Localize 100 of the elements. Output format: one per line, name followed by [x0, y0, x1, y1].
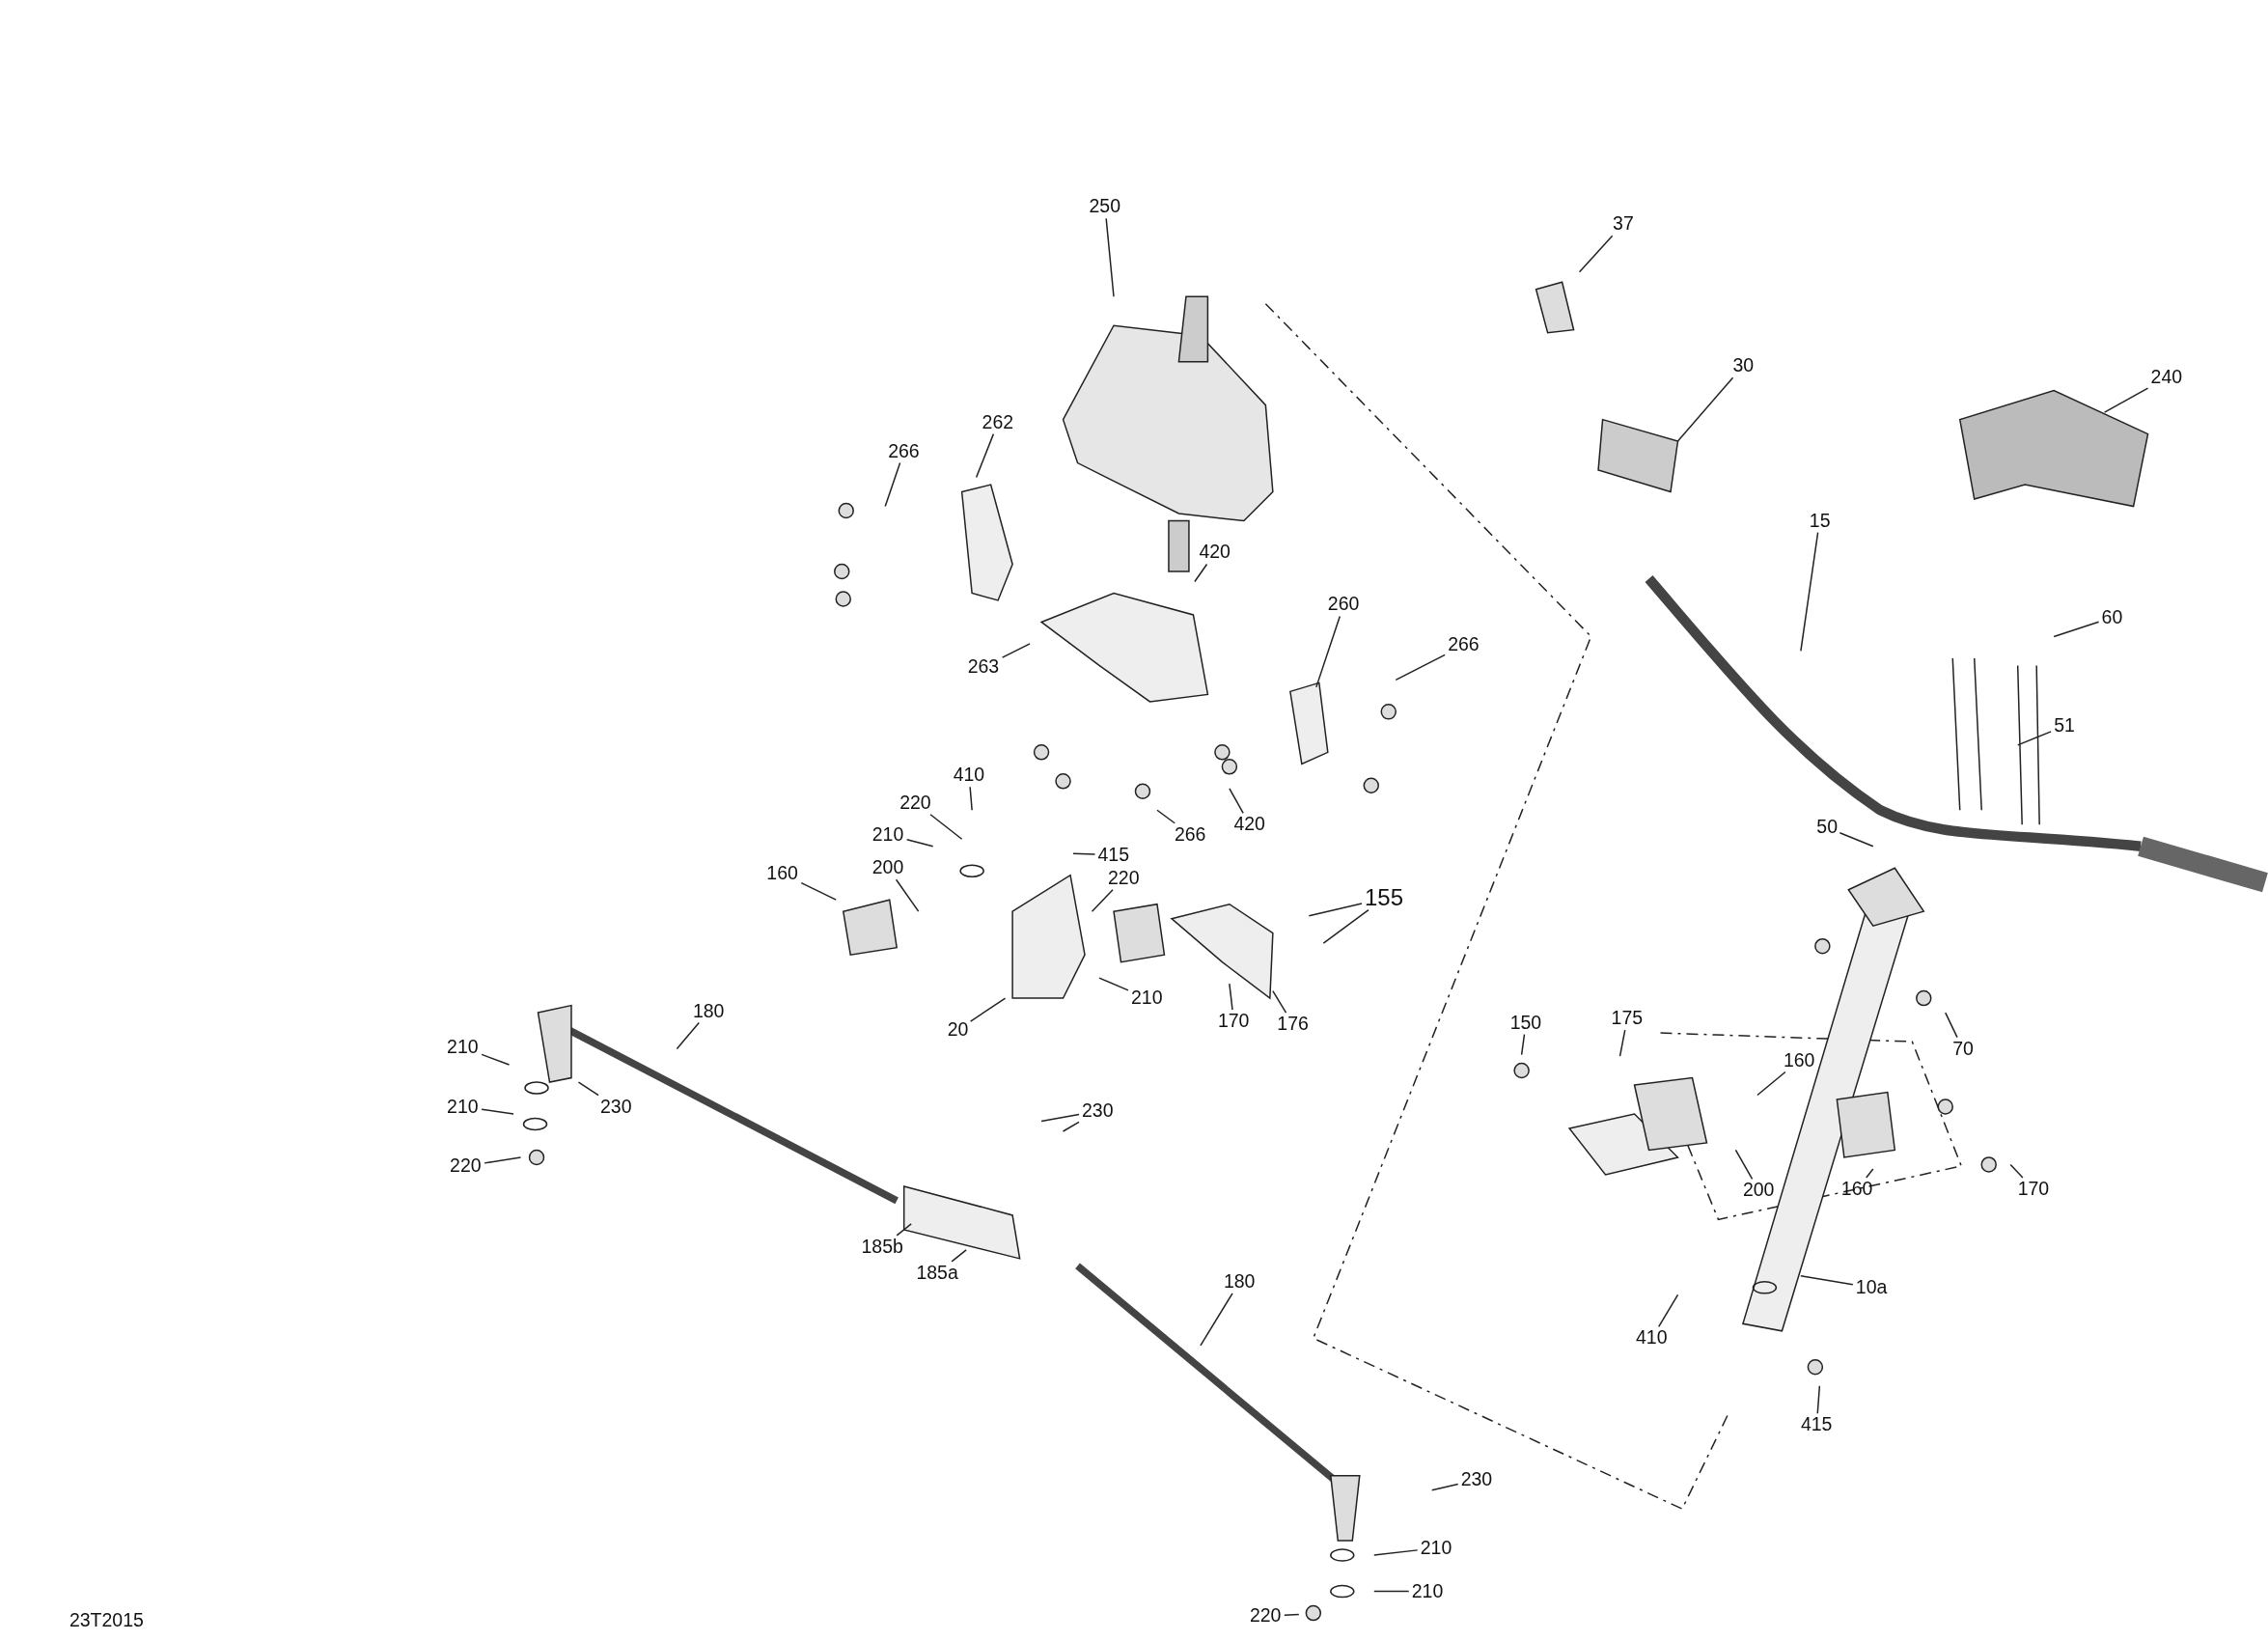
callout-number: 230 [1460, 1469, 1493, 1490]
callout-number: 230 [599, 1097, 632, 1117]
leader-line [1800, 1275, 1854, 1286]
callout-number: 60 [2101, 607, 2123, 628]
leader-line [1866, 1168, 1874, 1179]
callout-number: 200 [871, 857, 904, 878]
callout-number: 420 [1199, 542, 1231, 563]
leader-line [481, 1053, 511, 1066]
callout-number: 70 [1952, 1039, 1974, 1060]
leader-line [1945, 1012, 1958, 1039]
leader-line [1098, 977, 1129, 991]
callout-number: 210 [447, 1037, 479, 1058]
leader-line [1200, 1293, 1233, 1347]
callout-number: 240 [2150, 367, 2183, 388]
callout-number: 20 [947, 1019, 969, 1041]
callout-number: 30 [1732, 355, 1755, 376]
leader-line [975, 432, 995, 479]
leader-line [800, 881, 837, 901]
callout-number: 51 [2054, 715, 2075, 737]
callout-number: 250 [1089, 196, 1121, 217]
callout-number: 180 [1223, 1271, 1256, 1293]
callout-number: 170 [2017, 1179, 2050, 1200]
leader-line [1520, 1033, 1526, 1056]
leader-line [896, 1223, 912, 1237]
callout-number: 170 [1217, 1011, 1250, 1032]
leader-line [2103, 387, 2149, 413]
leader-line [1734, 1149, 1754, 1181]
callout-number: 160 [766, 863, 798, 884]
leader-line [1156, 809, 1175, 824]
callout-number: 160 [1840, 1179, 1873, 1200]
leader-line [929, 814, 963, 840]
leader-line [1618, 1029, 1626, 1057]
leader-line [905, 839, 934, 848]
leader-line [1284, 1613, 1300, 1616]
leader-line [1072, 852, 1096, 855]
leader-line [969, 997, 1007, 1022]
leader-line [1229, 983, 1233, 1011]
leader-line [2009, 1163, 2024, 1179]
leader-line [676, 1021, 700, 1050]
callout-number: 410 [1636, 1327, 1668, 1349]
leader-line [1756, 1071, 1786, 1097]
leader-line [1578, 235, 1614, 273]
leader-line [1800, 531, 1819, 653]
callout-number: 230 [1082, 1100, 1114, 1122]
drawing-number: 23T2015 [69, 1610, 144, 1631]
leader-line [1001, 643, 1031, 658]
leader-line [1373, 1590, 1410, 1593]
callout-number: 220 [899, 793, 931, 814]
callout-number: 263 [967, 656, 1000, 678]
leader-line [1062, 1121, 1080, 1132]
callout-number: 420 [1233, 814, 1265, 835]
leader-line [2016, 731, 2052, 746]
callout-number: 210 [871, 824, 904, 846]
leader-line [1322, 908, 1369, 944]
callout-number: 266 [1174, 824, 1206, 846]
leader-line [2053, 621, 2100, 638]
leader-line [1430, 1483, 1459, 1491]
callout-number: 150 [1509, 1013, 1542, 1034]
callout-number: 266 [888, 441, 920, 462]
leader-line [577, 1081, 599, 1097]
leader-line [969, 786, 973, 811]
callout-number: 185b [861, 1237, 903, 1258]
callout-number: 185a [916, 1263, 958, 1284]
callout-number: 50 [1816, 817, 1839, 838]
leader-line [1105, 217, 1115, 297]
callout-number: 210 [447, 1097, 479, 1117]
leader-line [1091, 888, 1114, 912]
leader-line [484, 1156, 522, 1164]
callout-number: 415 [1800, 1414, 1833, 1435]
leader-line [1676, 376, 1734, 442]
callout-number: 160 [1783, 1050, 1815, 1071]
leader-line [1395, 654, 1446, 681]
leader-line [1194, 563, 1208, 583]
callout-number: 220 [450, 1155, 482, 1177]
callout-number: 180 [692, 1001, 725, 1022]
leader-line [895, 878, 920, 912]
callout-number: 266 [1448, 634, 1480, 655]
callout-number: 220 [1249, 1605, 1282, 1627]
leader-line [1373, 1549, 1419, 1556]
callout-number: 415 [1097, 845, 1130, 866]
callout-number: 260 [1327, 594, 1360, 615]
callout-number: 210 [1411, 1581, 1444, 1602]
callout-number: 15 [1809, 511, 1831, 531]
callout-number: 262 [982, 412, 1014, 433]
callout-number: 10a [1855, 1277, 1888, 1298]
callout-number: 210 [1131, 987, 1163, 1009]
callout-number: 210 [1420, 1538, 1452, 1559]
callout-number: 220 [1108, 868, 1140, 889]
callout-number: 155 [1365, 888, 1404, 909]
leader-line [951, 1249, 967, 1263]
leader-line [1272, 989, 1287, 1014]
leader-line [1315, 615, 1341, 688]
leader-line [1229, 788, 1244, 814]
leader-line [884, 461, 901, 508]
callout-number: 200 [1742, 1180, 1775, 1201]
callout-number: 410 [953, 765, 985, 786]
leader-line [1816, 1385, 1821, 1414]
leader-line [1839, 832, 1874, 848]
callout-number: 37 [1613, 213, 1634, 235]
callout-number: 175 [1611, 1008, 1644, 1029]
